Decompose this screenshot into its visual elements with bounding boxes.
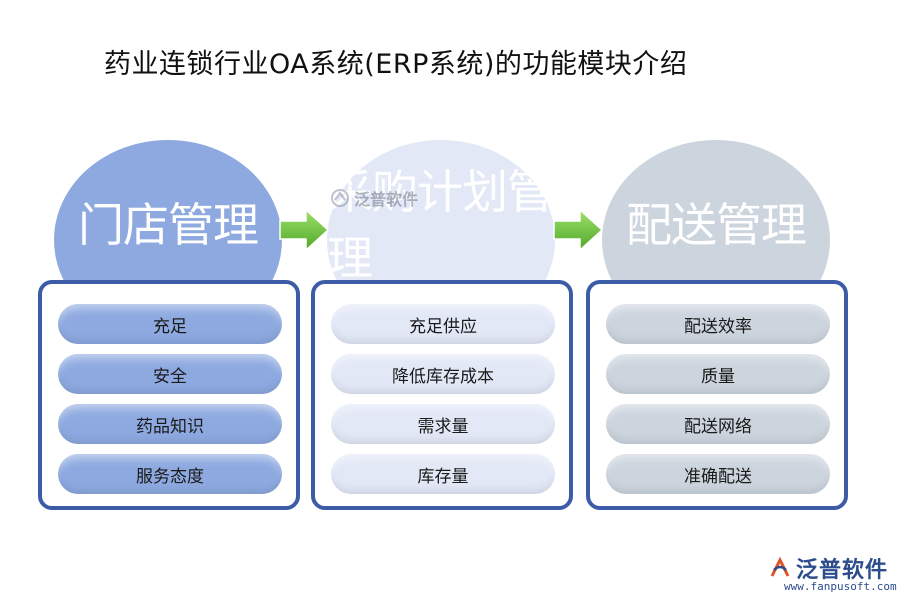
module-item: 安全 <box>58 354 282 394</box>
module-item: 降低库存成本 <box>331 354 555 394</box>
module-items-box: 充足 安全 药品知识 服务态度 <box>38 280 300 510</box>
module-item: 库存量 <box>331 454 555 494</box>
module-item: 准确配送 <box>606 454 830 494</box>
module-item: 充足 <box>58 304 282 344</box>
module-item: 药品知识 <box>58 404 282 444</box>
brand-logo: 泛普软件 <box>768 552 888 584</box>
brand-logo-icon <box>331 189 349 207</box>
module-heading: 门店管理 <box>78 198 259 252</box>
module-item: 服务态度 <box>58 454 282 494</box>
module-distribution-management: 配送管理 配送效率 质量 配送网络 准确配送 <box>586 140 848 510</box>
arrow-right-icon <box>553 208 604 252</box>
module-heading: 采购计划管理 <box>327 165 553 285</box>
module-item: 配送效率 <box>606 304 830 344</box>
module-item: 需求量 <box>331 404 555 444</box>
page-title: 药业连锁行业OA系统(ERP系统)的功能模块介绍 <box>104 49 688 80</box>
module-item: 配送网络 <box>606 404 830 444</box>
module-item: 质量 <box>606 354 830 394</box>
arrow-right-icon <box>279 208 330 252</box>
module-items-box: 配送效率 质量 配送网络 准确配送 <box>586 280 848 510</box>
module-store-management: 门店管理 充足 安全 药品知识 服务态度 <box>38 140 300 510</box>
brand-url: www.fanpusoft.com <box>784 580 897 593</box>
module-items-box: 充足供应 降低库存成本 需求量 库存量 <box>311 280 573 510</box>
brand-name: 泛普软件 <box>796 558 889 583</box>
module-heading: 配送管理 <box>626 198 807 252</box>
module-item: 充足供应 <box>331 304 555 344</box>
brand-logo-icon <box>770 556 790 577</box>
watermark: 泛普软件 <box>330 186 418 210</box>
watermark-text: 泛普软件 <box>354 190 419 209</box>
module-purchase-planning: 采购计划管理 充足供应 降低库存成本 需求量 库存量 <box>311 140 573 510</box>
